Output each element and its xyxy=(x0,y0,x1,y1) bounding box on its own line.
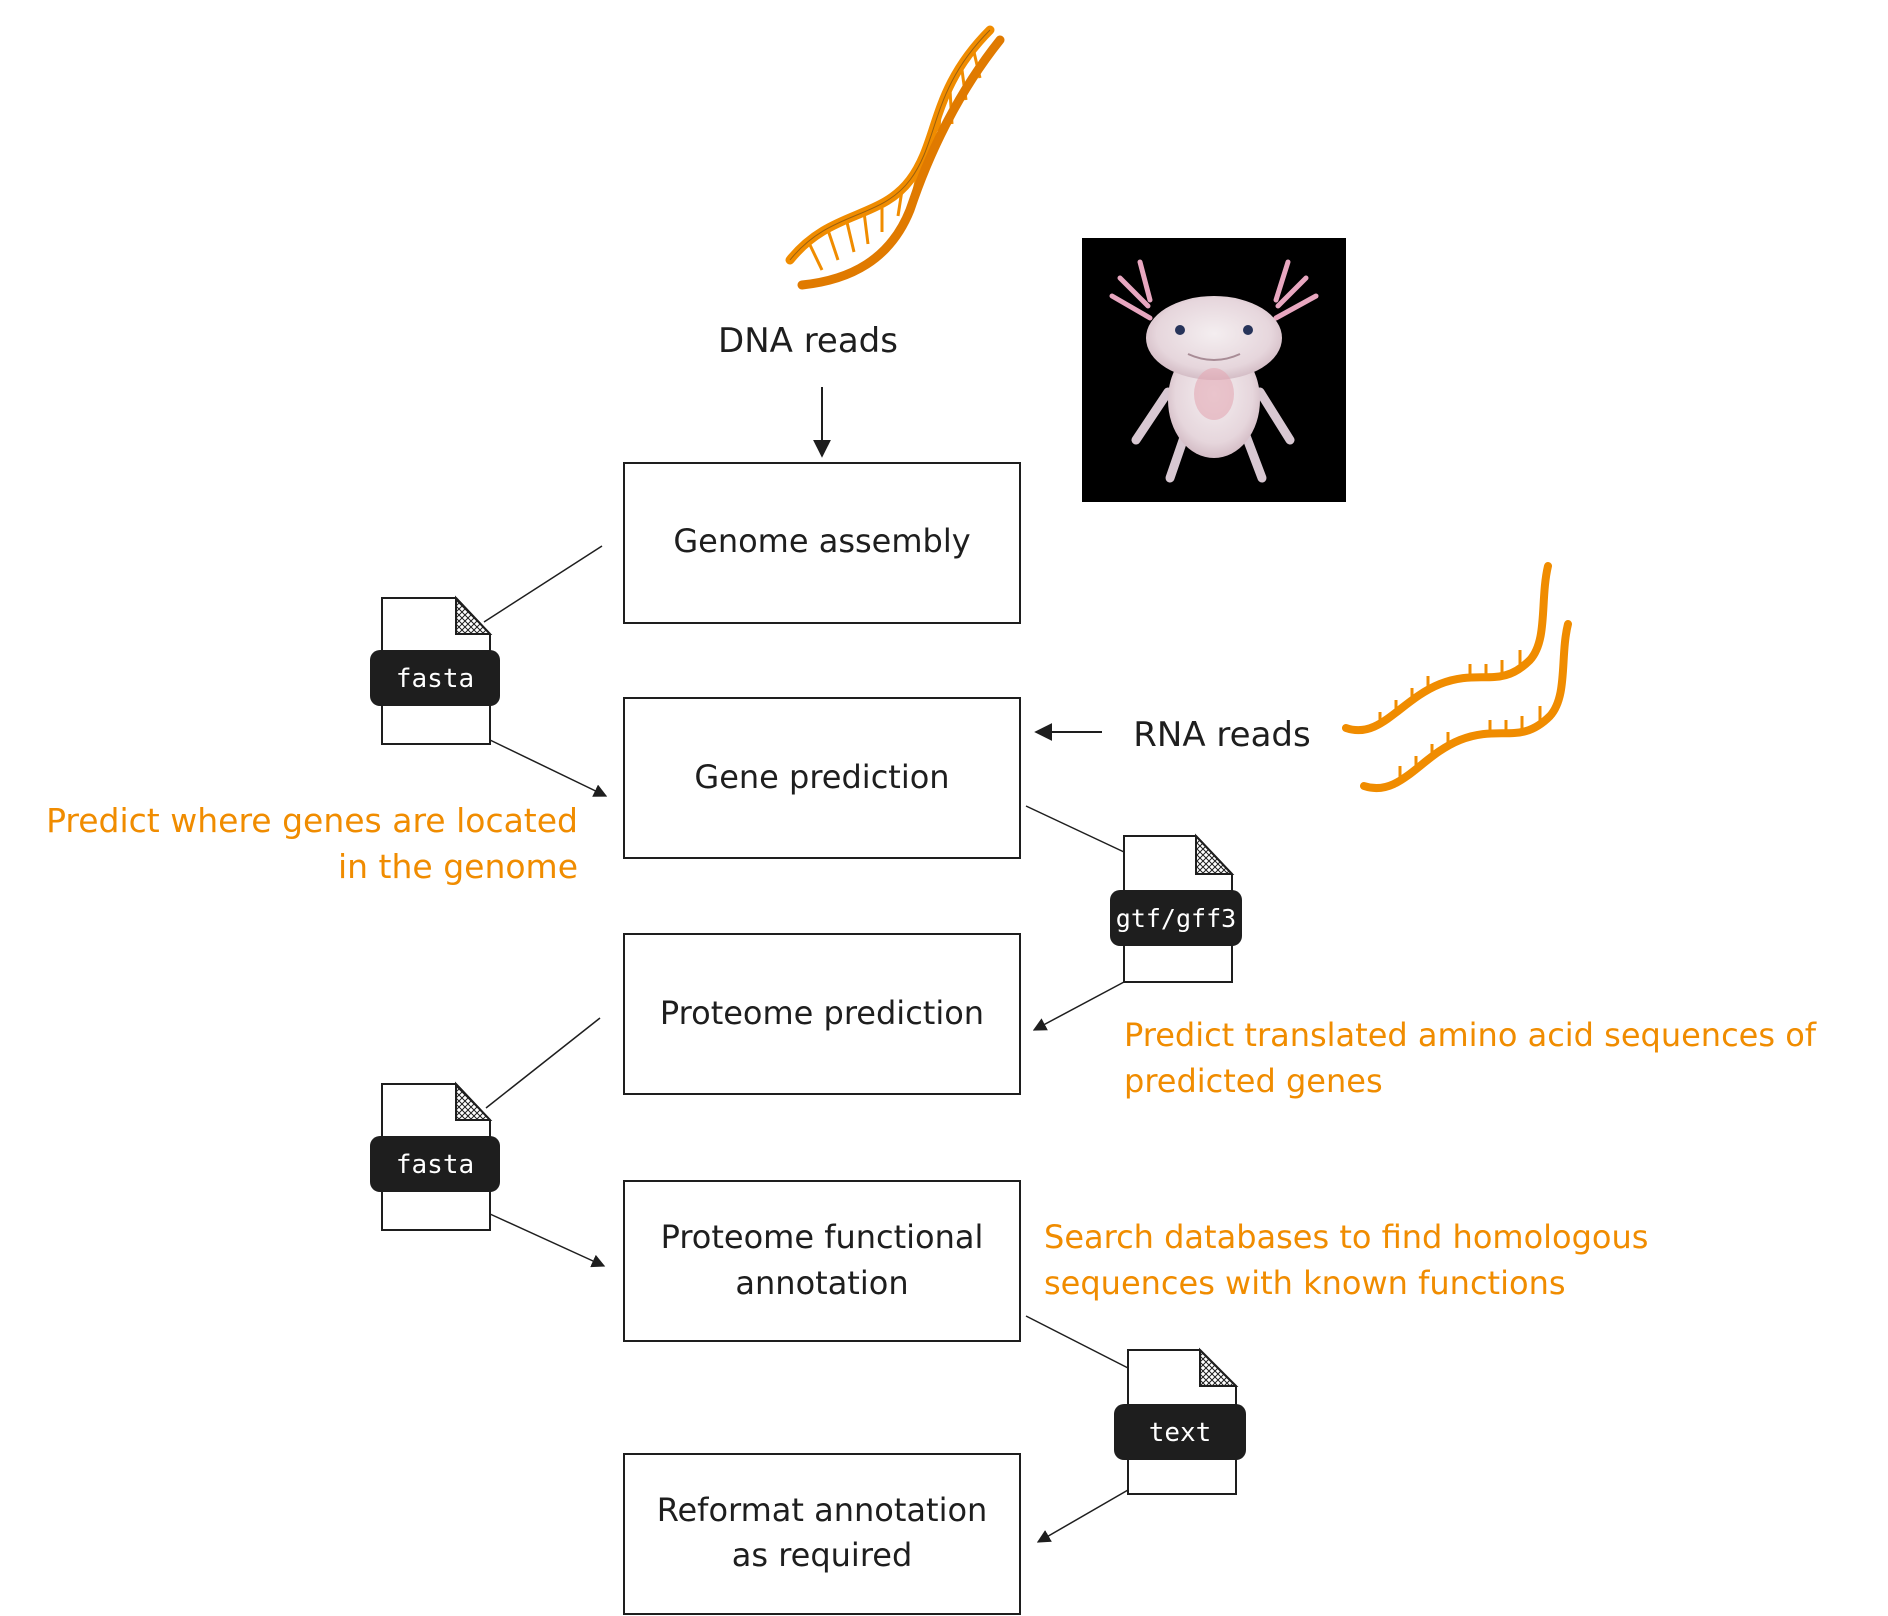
annotation-line: sequences with known functions xyxy=(1044,1264,1566,1302)
annotation-functional-annotation: Search databases to find homologous sequ… xyxy=(1044,1218,1648,1302)
process-step: Reformat annotation as required xyxy=(623,1453,1021,1615)
process-step: Proteome functional annotation xyxy=(623,1180,1021,1342)
annotation-line: Predict where genes are located xyxy=(46,801,578,840)
step-label: Gene prediction xyxy=(694,758,949,796)
file-icon: gtf/gff3 xyxy=(1110,833,1242,983)
connector-line xyxy=(1025,1315,1129,1369)
file-icon: fasta xyxy=(370,1081,500,1231)
connector-arrow xyxy=(489,1213,606,1268)
annotation-line: Search databases to find homologous xyxy=(1044,1218,1648,1256)
annotation-line: in the genome xyxy=(338,847,578,886)
file-icon: fasta xyxy=(370,595,500,745)
step-label: annotation xyxy=(735,1264,908,1302)
rna-strand-icon xyxy=(1342,562,1572,792)
step-label: Genome assembly xyxy=(673,522,970,560)
file-icon: text xyxy=(1114,1347,1246,1495)
process-step: Proteome prediction xyxy=(623,933,1021,1095)
step-label: as required xyxy=(732,1536,913,1574)
process-step: Gene prediction xyxy=(623,697,1021,859)
annotation-gene-prediction: Predict where genes are located in the g… xyxy=(46,801,578,886)
connector-line xyxy=(1025,805,1125,853)
step-label: Reformat annotation xyxy=(657,1491,988,1529)
dna-reads-label: DNA reads xyxy=(718,321,898,361)
step-label: Proteome functional xyxy=(661,1218,984,1256)
connector-arrow xyxy=(489,739,608,797)
file-type-tag: text xyxy=(1149,1418,1212,1448)
dna-helix-icon xyxy=(785,25,1005,290)
connector-arrow xyxy=(1032,981,1125,1031)
connector-line xyxy=(485,1017,601,1109)
process-step: Genome assembly xyxy=(623,462,1021,624)
file-type-tag: gtf/gff3 xyxy=(1116,904,1236,933)
connector-line xyxy=(483,545,603,623)
file-type-tag: fasta xyxy=(396,664,474,694)
step-label: Proteome prediction xyxy=(660,994,984,1032)
annotation-proteome-prediction: Predict translated amino acid sequences … xyxy=(1124,1016,1817,1100)
connector-arrow xyxy=(1036,1489,1129,1543)
rna-reads-label: RNA reads xyxy=(1133,715,1310,755)
file-type-tag: fasta xyxy=(396,1150,474,1180)
annotation-line: predicted genes xyxy=(1124,1062,1383,1100)
axolotl-photo xyxy=(1082,238,1346,502)
annotation-line: Predict translated amino acid sequences … xyxy=(1124,1016,1817,1054)
